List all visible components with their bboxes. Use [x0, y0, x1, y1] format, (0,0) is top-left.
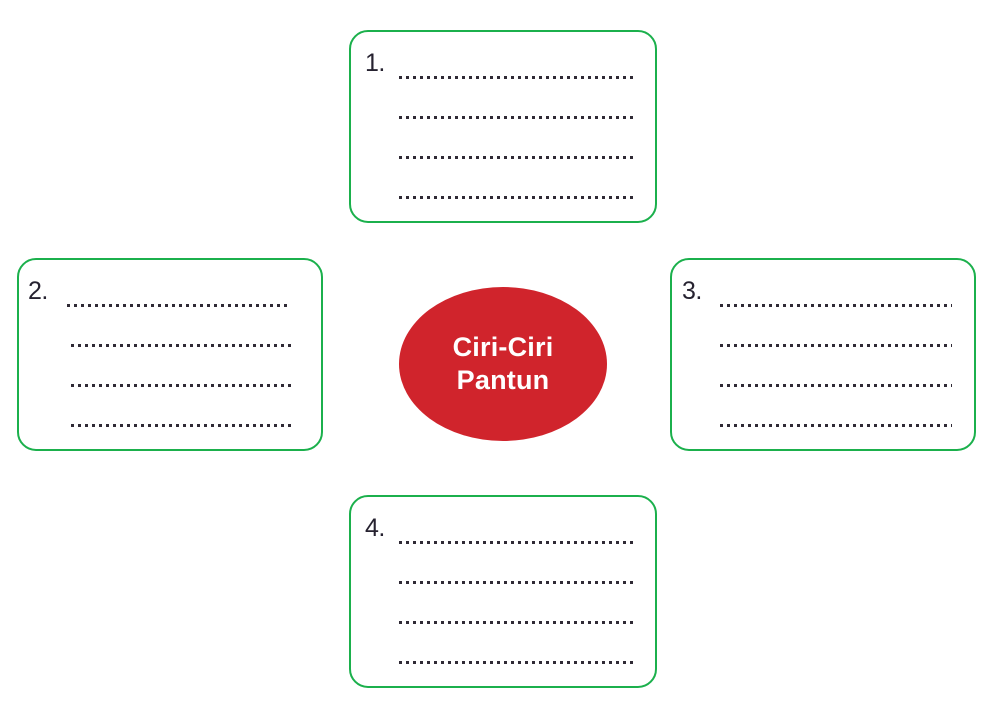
- answer-box-2[interactable]: 2.: [17, 258, 323, 451]
- answer-number-1: 1.: [365, 49, 385, 77]
- dotted-writing-line[interactable]: [399, 194, 633, 200]
- answer-line-row[interactable]: [351, 180, 655, 220]
- dotted-writing-line[interactable]: [67, 302, 291, 308]
- dotted-writing-line[interactable]: [71, 382, 291, 388]
- dotted-writing-line[interactable]: [720, 342, 952, 348]
- dotted-writing-line[interactable]: [399, 74, 633, 80]
- dotted-writing-line[interactable]: [720, 382, 952, 388]
- dotted-writing-line[interactable]: [399, 114, 633, 120]
- center-label-line-2: Pantun: [456, 365, 550, 395]
- dotted-writing-line[interactable]: [399, 579, 633, 585]
- dotted-writing-line[interactable]: [720, 302, 952, 308]
- answer-line-row[interactable]: [351, 605, 655, 645]
- dotted-writing-line[interactable]: [720, 422, 952, 428]
- answer-line-row[interactable]: [672, 408, 974, 448]
- dotted-writing-line[interactable]: [71, 422, 291, 428]
- answer-number-4: 4.: [365, 514, 385, 542]
- answer-lines-1: 1.: [351, 32, 655, 221]
- answer-line-row[interactable]: 1.: [351, 51, 655, 100]
- answer-lines-3: 3.: [672, 260, 974, 449]
- answer-line-row[interactable]: [19, 328, 321, 368]
- answer-line-row[interactable]: 3.: [672, 279, 974, 328]
- answer-line-row[interactable]: [351, 645, 655, 685]
- answer-line-row[interactable]: [672, 368, 974, 408]
- answer-line-row[interactable]: [19, 368, 321, 408]
- answer-line-row[interactable]: 4.: [351, 516, 655, 565]
- answer-line-row[interactable]: [672, 328, 974, 368]
- answer-number-2: 2.: [28, 277, 48, 305]
- dotted-writing-line[interactable]: [399, 659, 633, 665]
- answer-line-row[interactable]: [351, 565, 655, 605]
- dotted-writing-line[interactable]: [71, 342, 291, 348]
- dotted-writing-line[interactable]: [399, 619, 633, 625]
- dotted-writing-line[interactable]: [399, 539, 633, 545]
- center-ellipse: Ciri-Ciri Pantun: [399, 287, 607, 441]
- answer-lines-2: 2.: [19, 260, 321, 449]
- answer-lines-4: 4.: [351, 497, 655, 686]
- answer-line-row[interactable]: [19, 408, 321, 448]
- answer-box-3[interactable]: 3.: [670, 258, 976, 451]
- dotted-writing-line[interactable]: [399, 154, 633, 160]
- answer-line-row[interactable]: [351, 100, 655, 140]
- answer-number-3: 3.: [682, 277, 702, 305]
- answer-line-row[interactable]: [351, 140, 655, 180]
- center-label-line-1: Ciri-Ciri: [452, 332, 554, 363]
- answer-line-row[interactable]: 2.: [19, 279, 321, 328]
- answer-box-4[interactable]: 4.: [349, 495, 657, 688]
- answer-box-1[interactable]: 1.: [349, 30, 657, 223]
